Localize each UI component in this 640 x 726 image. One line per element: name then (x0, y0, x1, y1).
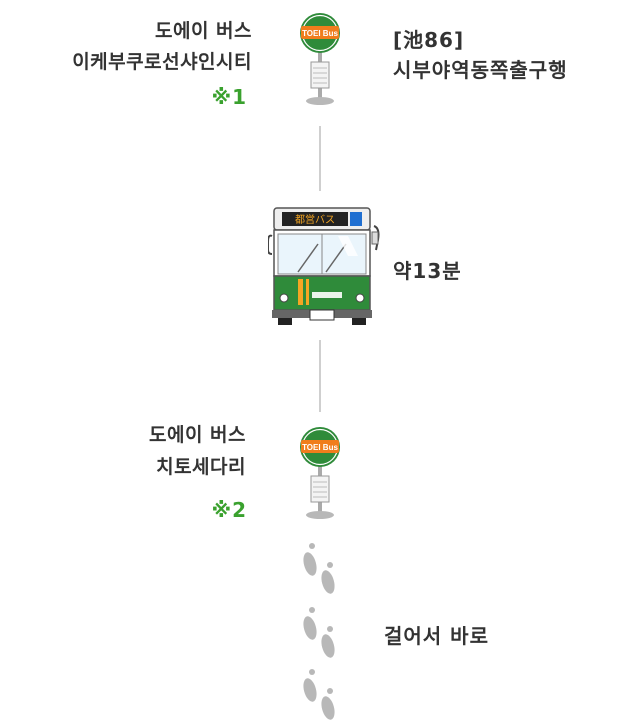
origin-operator: 도에이 버스 (154, 20, 252, 42)
origin-note[interactable]: ※1 (211, 85, 247, 109)
route-line-lower (319, 340, 321, 412)
origin-stop-name: 이케부쿠로선샤인시티 (72, 51, 252, 73)
origin-sign-label: TOEI Bus (302, 29, 338, 38)
route-number: [池86] (393, 28, 465, 52)
destination-stop-name: 치토세다리 (156, 456, 246, 478)
ride-duration: 약13분 (393, 259, 462, 283)
route-line-upper (319, 126, 321, 191)
route-destination: 시부야역동쪽출구행 (393, 58, 568, 82)
destination-sign-label: TOEI Bus (302, 443, 338, 452)
bus-icon: 都営バス (267, 206, 384, 326)
bus-destination-display: 都営バス (295, 213, 335, 226)
destination-note[interactable]: ※2 (211, 498, 247, 522)
footprints-icon (298, 540, 342, 722)
bus-stop-sign-icon: TOEI Bus (298, 424, 342, 520)
walk-label: 걸어서 바로 (384, 624, 489, 648)
destination-operator: 도에이 버스 (148, 424, 246, 446)
bus-stop-sign-icon: TOEI Bus (298, 10, 342, 106)
